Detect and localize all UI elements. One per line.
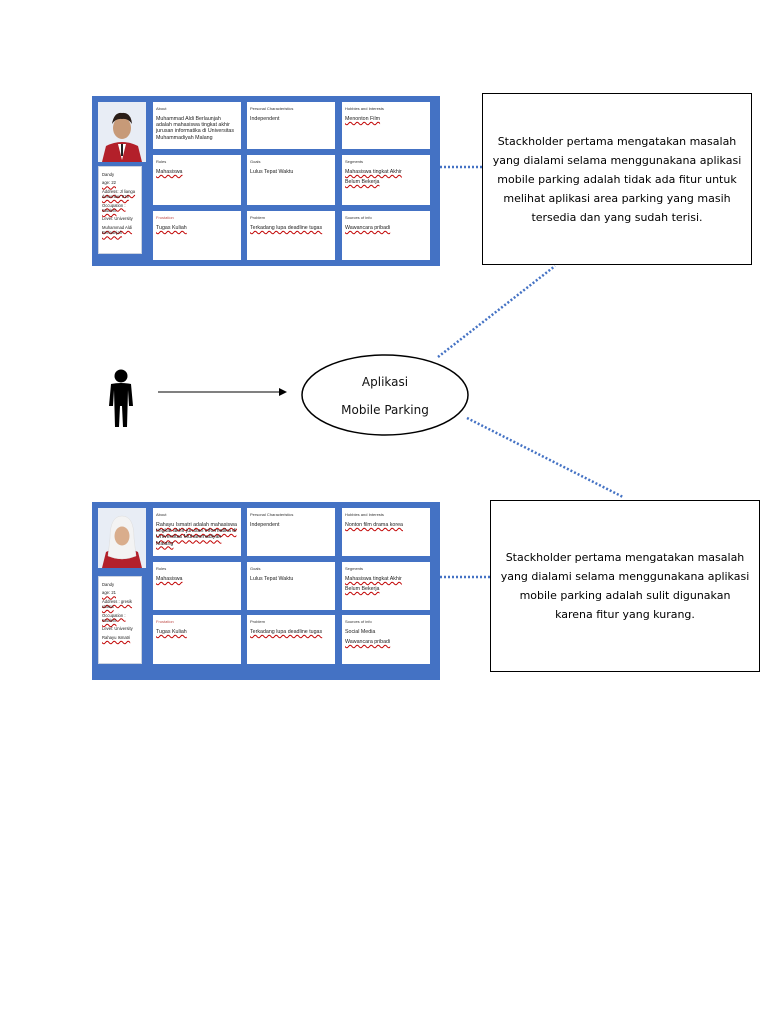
actor-person-icon bbox=[109, 370, 133, 428]
use-case-line-2: Mobile Parking bbox=[300, 396, 470, 424]
connector-ellipse-note1 bbox=[438, 266, 555, 357]
use-case-line-1: Aplikasi bbox=[300, 368, 470, 396]
use-case-label: Aplikasi Mobile Parking bbox=[300, 368, 470, 424]
connector-ellipse-note2 bbox=[467, 418, 623, 497]
